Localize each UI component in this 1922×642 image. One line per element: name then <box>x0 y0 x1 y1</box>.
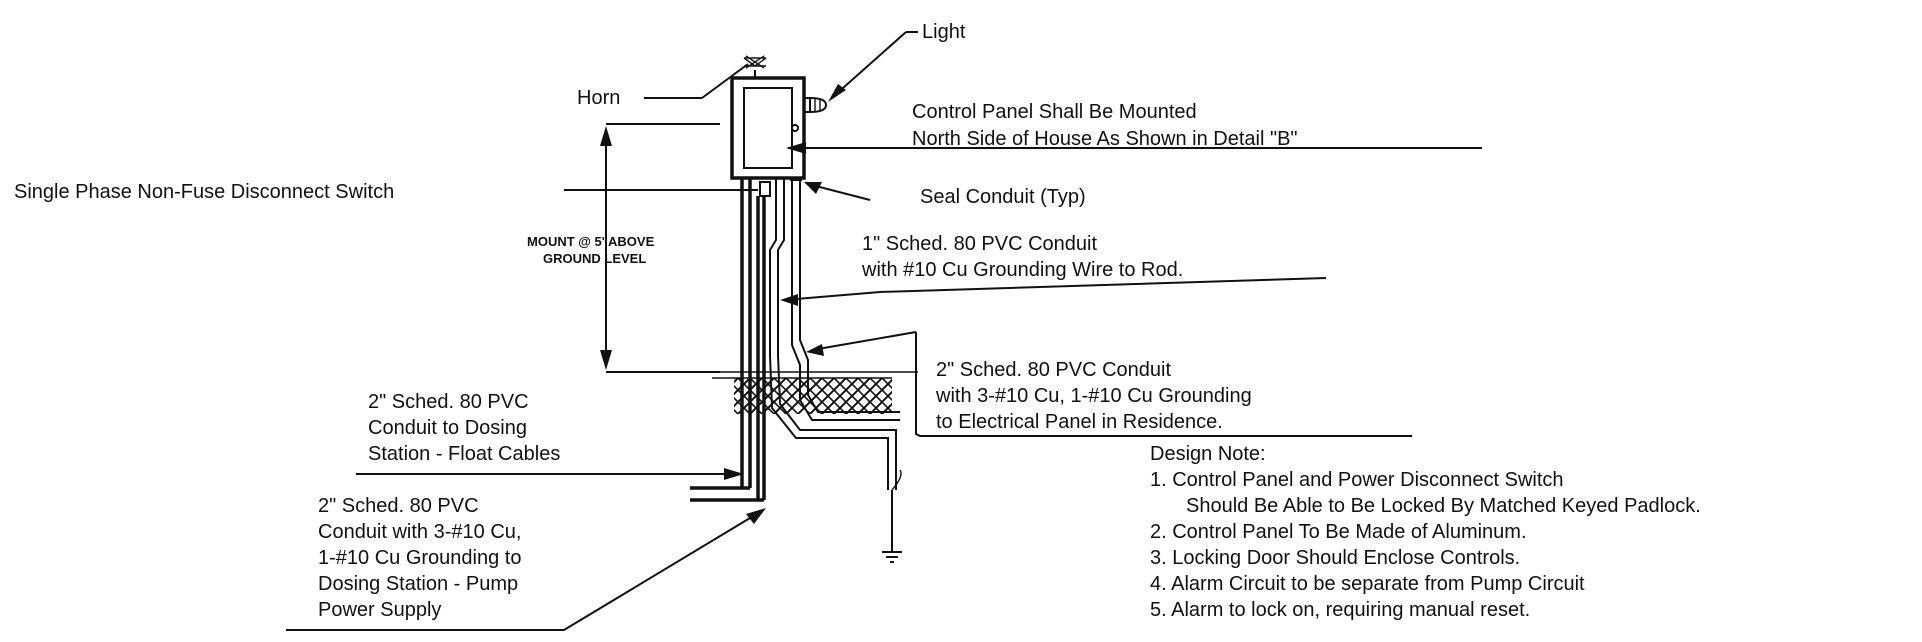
pump-conduit-line-4: Dosing Station - Pump <box>318 573 518 595</box>
leader-lines <box>286 31 1482 631</box>
seal-conduit-label: Seal Conduit (Typ) <box>920 186 1086 208</box>
ground-section <box>606 371 918 414</box>
light-label: Light <box>922 21 966 43</box>
conduit-residence-line-1: 2" Sched. 80 PVC Conduit <box>936 359 1171 381</box>
pump-conduit-line-5: Power Supply <box>318 599 441 621</box>
conduits <box>690 178 902 563</box>
design-note-item: 5. Alarm to lock on, requiring manual re… <box>1150 599 1530 621</box>
pump-conduit-line-3: 1-#10 Cu Grounding to <box>318 547 521 569</box>
conduit-residence-line-2: with 3-#10 Cu, 1-#10 Cu Grounding <box>935 385 1252 407</box>
pump-conduit-line-2: Conduit with 3-#10 Cu, <box>318 521 521 543</box>
design-note-item: 2. Control Panel To Be Made of Aluminum. <box>1150 521 1527 543</box>
design-note-item: Should Be Able to Be Locked By Matched K… <box>1186 495 1701 517</box>
conduit-1in-line-2: with #10 Cu Grounding Wire to Rod. <box>861 259 1183 281</box>
design-note-item: 4. Alarm Circuit to be separate from Pum… <box>1150 573 1585 595</box>
pump-conduit-line-1: 2" Sched. 80 PVC <box>318 495 479 517</box>
light-icon <box>803 97 828 113</box>
panel-note-line-1: Control Panel Shall Be Mounted <box>912 101 1197 123</box>
float-conduit-line-3: Station - Float Cables <box>368 443 560 465</box>
disconnect-switch-label: Single Phase Non-Fuse Disconnect Switch <box>14 181 394 203</box>
conduit-1in-line-1: 1" Sched. 80 PVC Conduit <box>862 233 1097 255</box>
float-conduit-line-2: Conduit to Dosing <box>368 417 527 439</box>
horn-icon <box>743 55 767 78</box>
control-panel <box>730 76 806 180</box>
design-note-item: 3. Locking Door Should Enclose Controls. <box>1150 547 1520 569</box>
design-note-item: 1. Control Panel and Power Disconnect Sw… <box>1150 469 1564 491</box>
design-note-title: Design Note: <box>1150 443 1266 465</box>
panel-note-line-2: North Side of House As Shown in Detail "… <box>912 128 1298 150</box>
conduit-residence-line-3: to Electrical Panel in Residence. <box>936 411 1223 433</box>
float-conduit-line-1: 2" Sched. 80 PVC <box>368 391 529 413</box>
design-note: Design Note: 1. Control Panel and Power … <box>1150 443 1701 621</box>
mount-height-dimension <box>600 123 720 373</box>
mount-height-line-2: GROUND LEVEL <box>543 251 646 266</box>
horn-label: Horn <box>577 87 620 109</box>
mount-height-line-1: MOUNT @ 5' ABOVE <box>527 234 655 249</box>
